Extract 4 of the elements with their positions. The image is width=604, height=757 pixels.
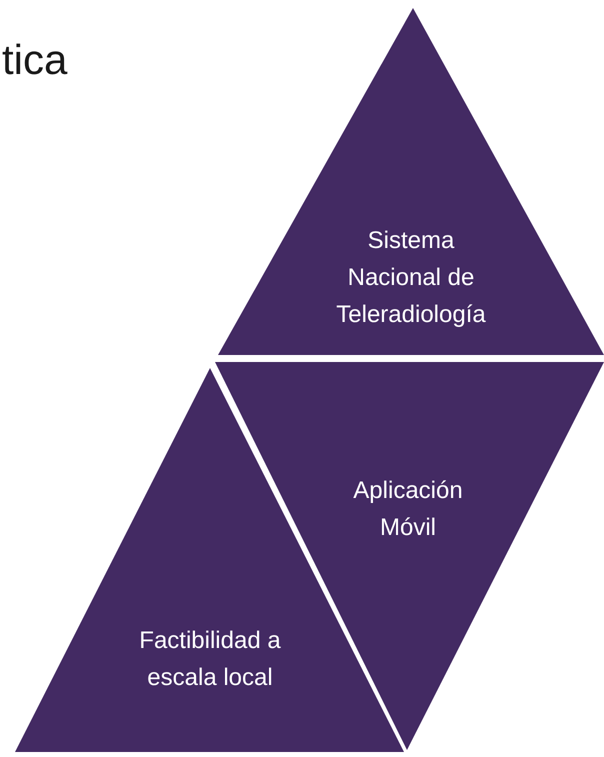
triangle-label: Aplicación Móvil [352,476,464,543]
triangle-label: Sistema Nacional de Teleradiología [335,226,487,330]
triangle-label: Factibilidad a escala local [138,626,282,693]
title: tica [2,36,68,84]
